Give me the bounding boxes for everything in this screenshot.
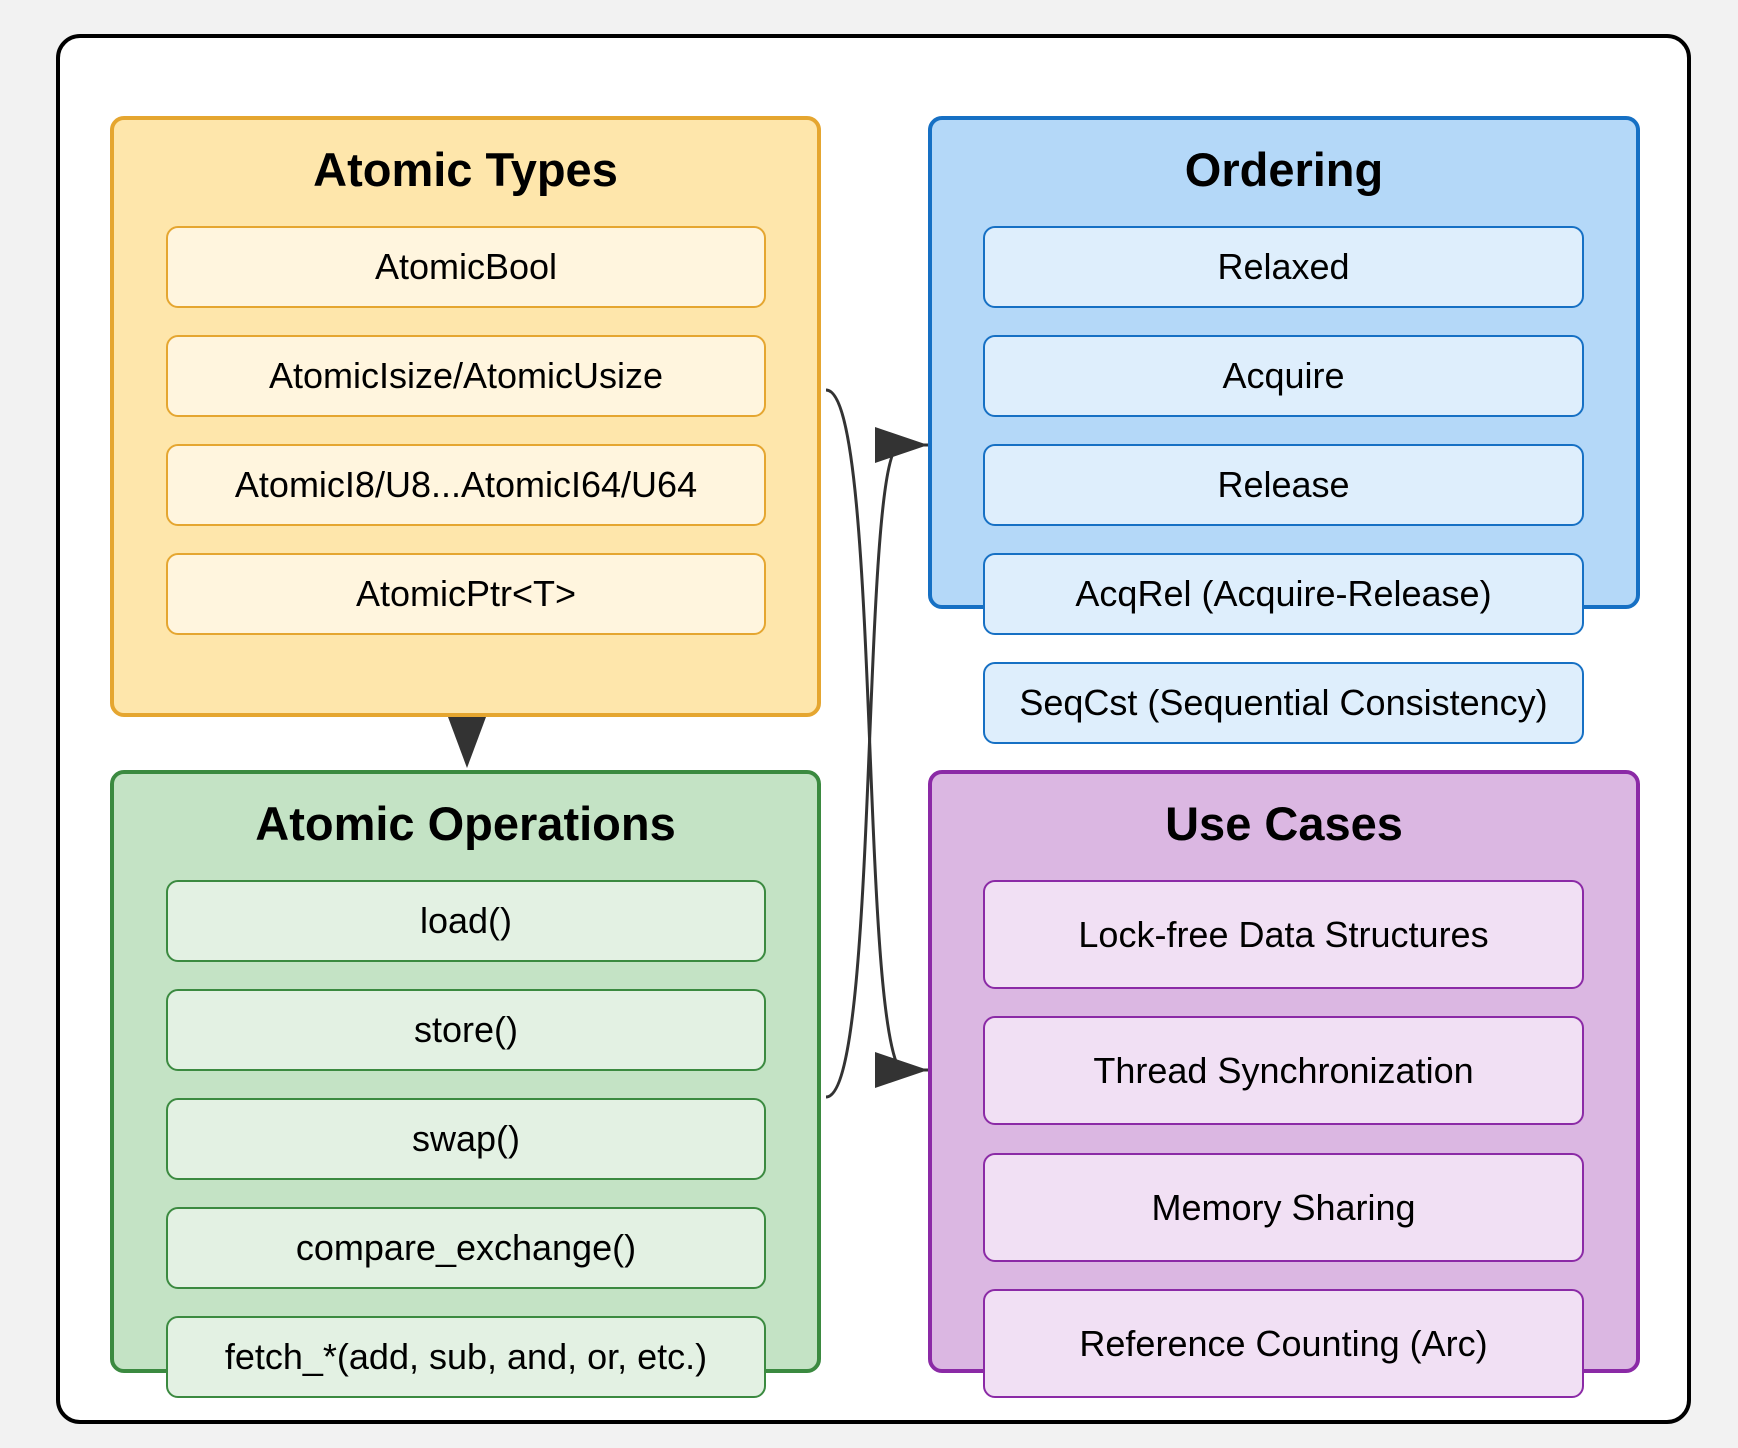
group-title-atomic-operations: Atomic Operations [255, 797, 676, 850]
node-store[interactable]: store() [166, 989, 766, 1071]
node-thread-synchronization[interactable]: Thread Synchronization [983, 1016, 1584, 1125]
node-reference-counting[interactable]: Reference Counting (Arc) [983, 1289, 1584, 1398]
node-memory-sharing[interactable]: Memory Sharing [983, 1153, 1584, 1262]
node-atomic-ptr[interactable]: AtomicPtr<T> [166, 553, 766, 635]
node-atomic-int-types[interactable]: AtomicI8/U8...AtomicI64/U64 [166, 444, 766, 526]
node-acqrel[interactable]: AcqRel (Acquire-Release) [983, 553, 1584, 635]
node-acquire[interactable]: Acquire [983, 335, 1584, 417]
node-load[interactable]: load() [166, 880, 766, 962]
node-atomic-bool[interactable]: AtomicBool [166, 226, 766, 308]
node-fetch-ops[interactable]: fetch_*(add, sub, and, or, etc.) [166, 1316, 766, 1398]
node-atomic-isize-usize[interactable]: AtomicIsize/AtomicUsize [166, 335, 766, 417]
group-title-use-cases: Use Cases [1165, 797, 1403, 850]
group-title-atomic-types: Atomic Types [313, 143, 618, 196]
group-title-ordering: Ordering [1184, 143, 1384, 196]
node-release[interactable]: Release [983, 444, 1584, 526]
node-compare-exchange[interactable]: compare_exchange() [166, 1207, 766, 1289]
node-swap[interactable]: swap() [166, 1098, 766, 1180]
node-relaxed[interactable]: Relaxed [983, 226, 1584, 308]
node-seqcst[interactable]: SeqCst (Sequential Consistency) [983, 662, 1584, 744]
node-lock-free-data-structures[interactable]: Lock-free Data Structures [983, 880, 1584, 989]
